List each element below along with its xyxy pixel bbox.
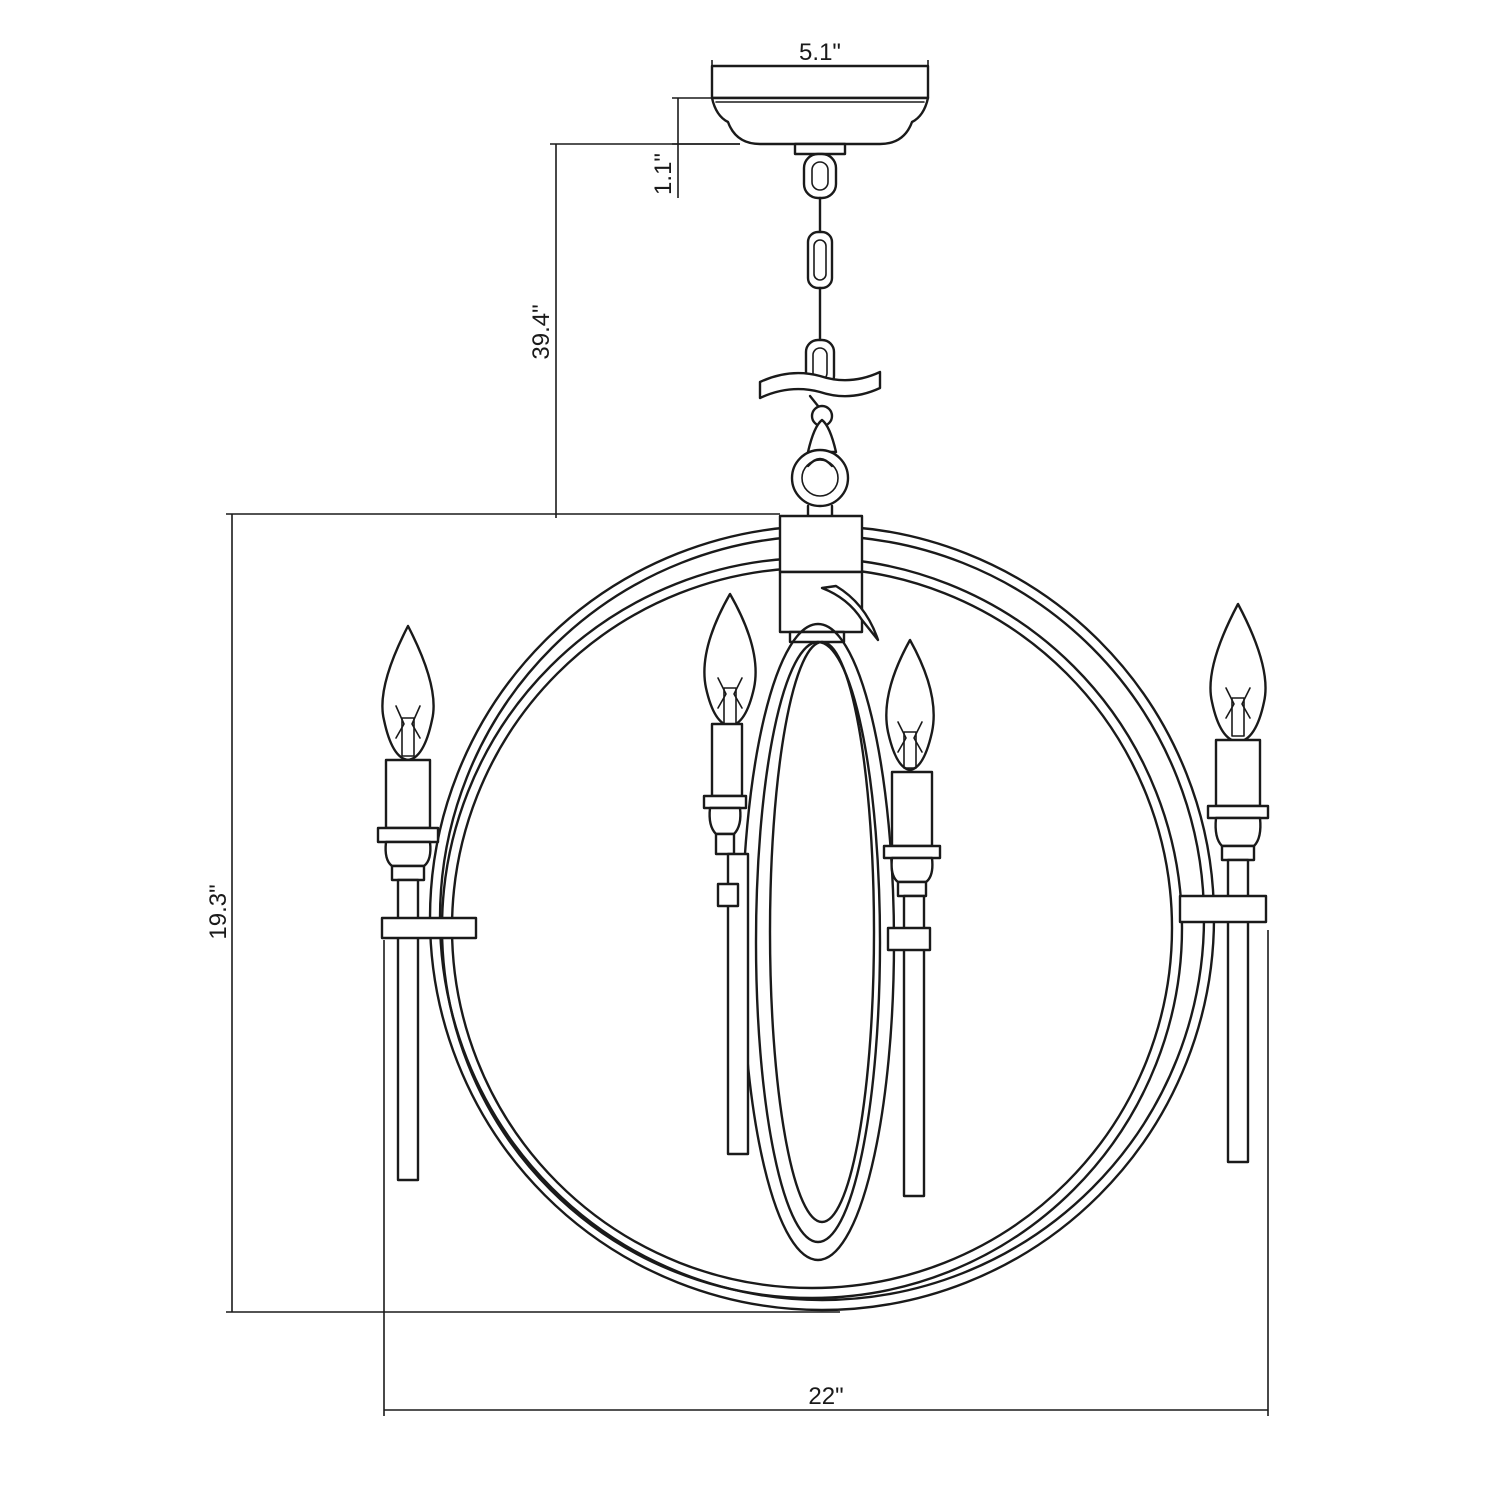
dimension-body-height: 19.3" (205, 513, 840, 1313)
inner-ring (740, 584, 896, 1262)
body-width-label: 22" (808, 1383, 843, 1410)
canopy-width-label: 5.1" (799, 39, 841, 66)
ceiling-canopy (710, 64, 930, 156)
canopy-height-label: 1.1" (650, 153, 677, 195)
candle-arm-left (376, 624, 478, 1182)
hanging-chain (758, 152, 882, 522)
dimension-body-width: 22" (383, 930, 1269, 1416)
dimension-chain-length: 39.4" (528, 143, 740, 518)
body-height-label: 19.3" (205, 884, 232, 939)
candle-arm-right (1178, 602, 1270, 1164)
chain-length-label: 39.4" (528, 304, 555, 359)
candle-arm-center-left (702, 592, 757, 1156)
candle-arm-center-right (882, 638, 942, 1198)
